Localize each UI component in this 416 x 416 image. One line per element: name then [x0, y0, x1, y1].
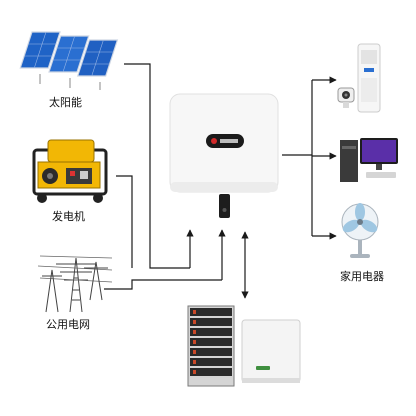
grid-to-inverter-line — [104, 279, 222, 290]
connector-lines — [104, 63, 337, 299]
solar-panel-icon — [19, 31, 119, 90]
battery-rack-icon — [187, 305, 235, 387]
battery-cabinet-icon — [241, 319, 301, 383]
appliances-label: 家用电器 — [340, 270, 384, 283]
power-pylon-icon — [37, 255, 113, 313]
generator-to-inverter-line — [116, 175, 133, 268]
fan-icon — [341, 203, 379, 258]
generator-icon — [32, 139, 108, 203]
grid-label: 公用电网 — [46, 318, 90, 331]
desktop-computer-icon — [340, 138, 398, 182]
camera-icon — [337, 87, 355, 108]
air-conditioner-icon — [357, 43, 381, 113]
solar-to-inverter-line — [124, 63, 190, 269]
generator-label: 发电机 — [52, 210, 85, 223]
solar-label: 太阳能 — [49, 96, 82, 109]
inverter-icon — [169, 93, 279, 218]
